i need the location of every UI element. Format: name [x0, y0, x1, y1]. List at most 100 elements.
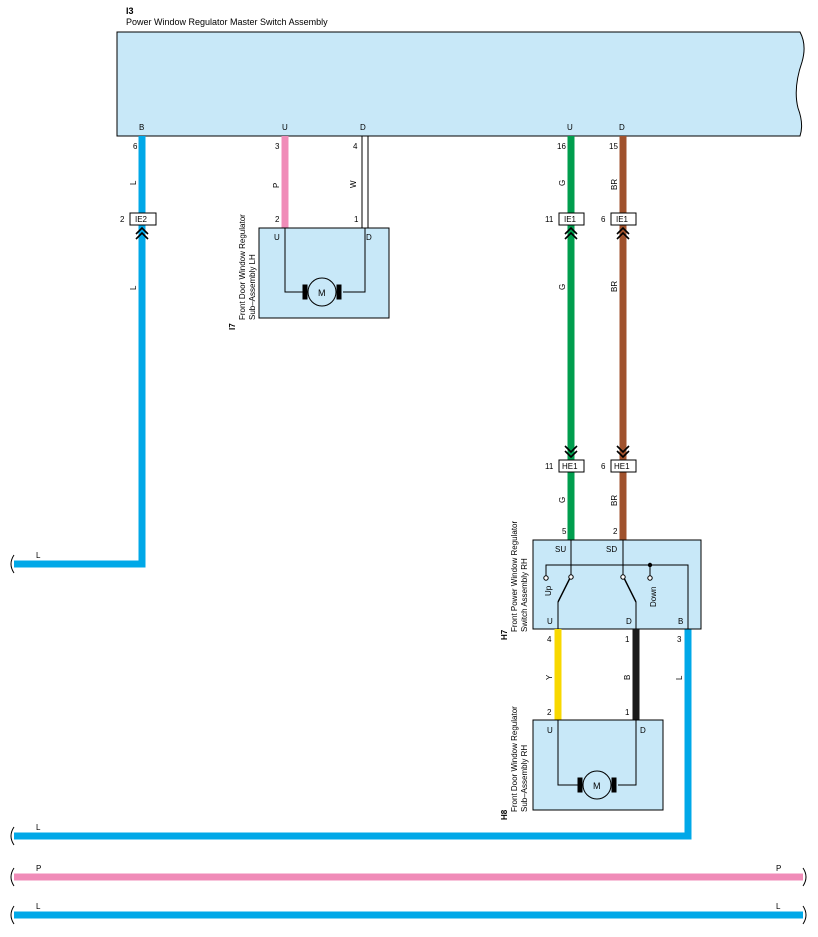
- lh-motor-brush-left: [302, 284, 308, 300]
- pin-lh-d: 1: [354, 215, 359, 224]
- rh-switch-id: H7: [500, 629, 509, 640]
- break-mark: [10, 905, 15, 925]
- rh-motor-terminal-d: D: [640, 726, 646, 735]
- pin-sw-u: 4: [547, 635, 552, 644]
- master-terminal-d1: D: [360, 123, 366, 132]
- connector-he1-g: [558, 459, 585, 473]
- connector-ie1-g: [558, 212, 585, 226]
- bus-wire-l1: [14, 212, 146, 568]
- master-switch-id: I3: [126, 6, 134, 16]
- lh-motor-brush-right: [336, 284, 342, 300]
- rh-switch-terminal-su: SU: [555, 545, 566, 554]
- pin-mot-d: 1: [625, 708, 630, 717]
- rh-switch-terminal-b: B: [678, 617, 683, 626]
- pin-master-u1: 3: [275, 142, 280, 151]
- bus-label-p-left: P: [36, 864, 41, 873]
- wire-label-br-mid: BR: [610, 281, 619, 292]
- wire-label-br-bot: BR: [610, 495, 619, 506]
- lh-motor-internal-wiring: [284, 228, 366, 293]
- rh-motor-assembly: U D M H8 Front Door Window Regulator Sub…: [500, 706, 664, 820]
- bus-label-l3-right: L: [776, 902, 781, 911]
- wire-label-w: W: [349, 180, 358, 188]
- bus-label-l1-left: L: [36, 551, 41, 560]
- bus-label-l3-left: L: [36, 902, 41, 911]
- rh-switch-terminal-u: U: [547, 617, 553, 626]
- pin-sw-d: 1: [625, 635, 630, 644]
- pin-ie2: 2: [120, 215, 125, 224]
- rh-switch-name-line2: Switch Assembly RH: [520, 558, 529, 632]
- pin-ie1-br: 6: [601, 215, 606, 224]
- rh-motor-brush-right: [611, 777, 617, 793]
- rh-motor-id: H8: [500, 809, 509, 820]
- rh-switch-lever-up: [557, 575, 572, 603]
- rh-switch-label-up: Up: [544, 585, 553, 596]
- bus-wire-l2: [14, 629, 692, 840]
- connector-he1-br: [610, 459, 637, 473]
- pin-sw-sd: 2: [613, 527, 618, 536]
- rh-switch-terminal-sd: SD: [606, 545, 617, 554]
- rh-switch-terminal-d: D: [626, 617, 632, 626]
- connector-ie1-br-chevron: [616, 226, 630, 240]
- lh-motor-name-line1: Front Door Window Regulator: [238, 214, 247, 320]
- master-switch-name: Power Window Regulator Master Switch Ass…: [126, 17, 328, 27]
- lh-motor-circuit: 3 4 P W 2 1 U D M I7 Front Door Window R…: [228, 136, 390, 330]
- connector-ie2-chevron: [135, 226, 149, 240]
- rh-motor-symbol: M: [593, 781, 601, 791]
- break-mark: [10, 554, 15, 574]
- pin-lh-u: 2: [275, 215, 280, 224]
- pin-ie1-g: 11: [545, 215, 554, 224]
- rh-switch-name-line1: Front Power Window Regulator: [510, 521, 519, 632]
- break-mark: [802, 905, 807, 925]
- pin-mot-u: 2: [547, 708, 552, 717]
- wire-label-l-top: L: [129, 180, 138, 185]
- connector-he1-br-label: HE1: [614, 462, 630, 471]
- switch-junction: [647, 562, 653, 568]
- rh-harness-wires: 16 15 G BR G BR G BR: [557, 136, 627, 540]
- pin-he1-g: 11: [545, 462, 554, 471]
- connector-he1-g-chevron: [564, 445, 578, 459]
- break-mark: [10, 826, 15, 846]
- master-terminal-u2: U: [567, 123, 573, 132]
- break-mark: [802, 867, 807, 887]
- wire-label-b: B: [623, 675, 632, 680]
- connector-ie1-br-label: IE1: [616, 215, 629, 224]
- wire-label-p: P: [272, 183, 281, 188]
- rh-motor-wires: 4 1 3 Y B L 2 1: [545, 629, 684, 720]
- lh-motor-name-line2: Sub–Assembly LH: [248, 254, 257, 320]
- wire-label-y: Y: [545, 674, 554, 680]
- lh-terminal-d: D: [366, 233, 372, 242]
- pin-master-u2: 16: [557, 142, 566, 151]
- connector-ie1-br: [610, 212, 637, 226]
- wire-label-g-mid: G: [558, 284, 567, 290]
- pin-sw-su: 5: [562, 527, 567, 536]
- rh-motor-terminal-u: U: [547, 726, 553, 735]
- rh-motor-internal-wiring: [557, 720, 637, 786]
- break-mark: [10, 867, 15, 887]
- wire-label-l-mid: L: [129, 285, 138, 290]
- rh-motor-name-line1: Front Door Window Regulator: [510, 706, 519, 812]
- bus-lines: L L P P L L: [10, 212, 807, 925]
- rh-motor-name-line2: Sub–Assembly RH: [520, 745, 529, 812]
- switch-contact: [543, 575, 549, 581]
- connector-ie1-g-chevron: [564, 226, 578, 240]
- wire-label-g-bot: G: [558, 497, 567, 503]
- connector-ie2: [129, 212, 157, 226]
- rh-motor-brush-left: [577, 777, 583, 793]
- pin-sw-b: 3: [677, 635, 682, 644]
- pin-master-b: 6: [133, 142, 138, 151]
- master-terminal-u1: U: [282, 123, 288, 132]
- wire-label-g-top: G: [558, 180, 567, 186]
- lh-motor-icon: [307, 277, 337, 307]
- connector-ie1-g-label: IE1: [564, 215, 577, 224]
- rh-switch-assembly: 5 2 SU SD U D B Up Down H7 Front Power W…: [500, 521, 702, 640]
- rh-switch-lever-down: [622, 575, 637, 603]
- wire-label-br-top: BR: [610, 179, 619, 190]
- pin-he1-br: 6: [601, 462, 606, 471]
- switch-contact: [568, 574, 574, 580]
- rh-motor-icon: [582, 770, 612, 800]
- master-switch-assembly: I3 Power Window Regulator Master Switch …: [116, 6, 805, 137]
- lh-motor-id: I7: [228, 323, 237, 330]
- pin-master-d1: 4: [353, 142, 358, 151]
- pin-master-d2: 15: [609, 142, 618, 151]
